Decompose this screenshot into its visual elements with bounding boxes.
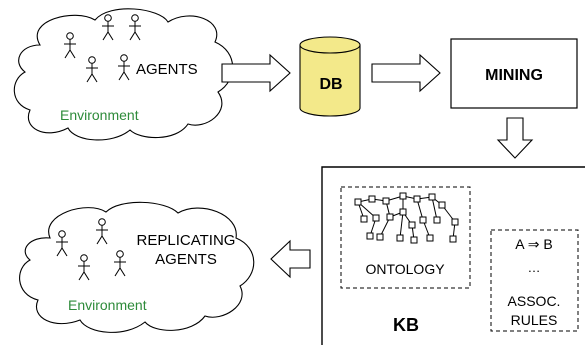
assoc-label-line2: RULES xyxy=(511,312,558,328)
ontology-box: ONTOLOGY xyxy=(340,186,471,289)
agent-figure xyxy=(96,218,108,245)
assoc-label-line1: ASSOC. xyxy=(508,293,561,309)
bottom-environment-cloud: REPLICATING AGENTS Environment xyxy=(19,201,255,333)
database-cylinder: DB xyxy=(299,36,361,117)
arrow-cloud-to-db xyxy=(221,53,291,93)
assoc-rules-box: A ⇒ B … ASSOC. RULES xyxy=(490,229,579,332)
arrow-mining-to-kb xyxy=(496,117,534,159)
arrow-kb-to-cloud xyxy=(270,239,311,279)
bottom-environment-label: Environment xyxy=(68,297,147,313)
agent-figure xyxy=(129,14,141,41)
db-body xyxy=(299,45,361,117)
agent-figure xyxy=(118,54,130,81)
agents-label: AGENTS xyxy=(136,61,198,78)
db-top xyxy=(299,36,361,54)
agent-figure xyxy=(64,32,76,59)
replicating-label: REPLICATING xyxy=(137,232,236,249)
rule-ellipsis: … xyxy=(528,260,541,275)
agent-figure xyxy=(102,14,114,41)
agent-figure xyxy=(56,230,68,257)
bottom-cloud-shape xyxy=(19,201,255,333)
mining-box: MINING xyxy=(450,38,578,109)
mining-label: MINING xyxy=(485,67,543,84)
kb-box: KB xyxy=(321,166,585,345)
top-environment-label: Environment xyxy=(60,107,139,123)
ontology-graph xyxy=(354,192,459,244)
top-environment-cloud: AGENTS Environment xyxy=(13,8,234,141)
agent-figure xyxy=(86,56,98,83)
replicating-agents-label: AGENTS xyxy=(155,251,217,268)
db-label: DB xyxy=(319,76,342,93)
ontology-label: ONTOLOGY xyxy=(365,261,445,277)
arrow-db-to-mining xyxy=(371,53,441,93)
agent-figure xyxy=(114,250,126,277)
rule-formula: A ⇒ B xyxy=(515,236,552,252)
kb-label: KB xyxy=(393,315,419,335)
top-cloud-shape xyxy=(13,8,234,141)
agent-figure xyxy=(78,254,90,281)
kb-border xyxy=(321,166,585,345)
